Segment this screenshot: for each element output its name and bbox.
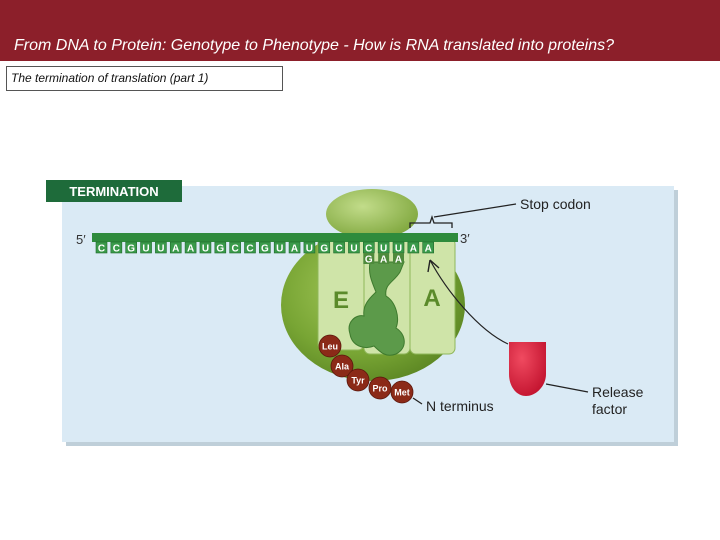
- amino-acid-bead: [368, 376, 392, 400]
- mrna-base: U: [142, 244, 149, 255]
- e-site-label: E: [333, 287, 349, 314]
- subtitle-box: The termination of translation (part 1): [6, 66, 283, 91]
- mrna-base-box: [407, 241, 420, 254]
- a-site-label: A: [423, 285, 440, 312]
- mrna-base: G: [216, 244, 224, 255]
- mrna-base-box: [422, 241, 435, 254]
- mrna-base: U: [350, 244, 357, 255]
- amino-acid-label: Leu: [322, 342, 338, 352]
- small-ribosomal-subunit: [326, 189, 418, 239]
- anticodon-base-box: [378, 253, 390, 264]
- mrna-base: U: [157, 244, 164, 255]
- mrna-base: G: [261, 244, 269, 255]
- anticodon-base: A: [395, 255, 402, 266]
- mrna-base-box: [229, 241, 241, 254]
- stage-label: TERMINATION: [69, 184, 158, 199]
- mrna-base: U: [395, 244, 402, 255]
- stop-codon-leader: [433, 203, 517, 218]
- mrna-base: C: [335, 244, 342, 255]
- release-factor-label-2: factor: [592, 401, 627, 417]
- mrna-base: A: [187, 244, 194, 255]
- mrna-base-box: [140, 241, 152, 254]
- title-bar: From DNA to Protein: Genotype to Phenoty…: [0, 0, 720, 61]
- anticodon-base-box: [393, 253, 404, 264]
- mrna-base-box: [214, 241, 227, 254]
- mrna-base: C: [246, 244, 253, 255]
- release-factor-label-1: Release: [592, 384, 644, 400]
- mrna-base-box: [184, 241, 197, 254]
- mrna-base-box: [244, 241, 256, 254]
- anticodon-base-box: [363, 253, 375, 264]
- mrna-base: G: [320, 244, 328, 255]
- amino-acid-label: Tyr: [351, 376, 365, 386]
- slide-subtitle: The termination of translation (part 1): [11, 71, 209, 85]
- anticodon-base: G: [365, 255, 373, 266]
- amino-acid-label: Pro: [372, 384, 388, 394]
- mrna-base-box: [155, 241, 167, 254]
- mrna-base-box: [95, 241, 108, 254]
- trna-molecule: [348, 261, 405, 356]
- mrna-base-box: [303, 241, 316, 254]
- mrna-base: C: [232, 244, 239, 255]
- mrna-base-box: [125, 241, 137, 254]
- stop-codon-label: Stop codon: [520, 196, 591, 212]
- mrna-base: U: [202, 244, 209, 255]
- mrna-base: U: [276, 244, 283, 255]
- mrna-base-box: [110, 241, 123, 254]
- arrowhead-icon: [427, 259, 440, 273]
- mrna-backbone: [92, 233, 458, 242]
- stage-label-box: [46, 180, 182, 202]
- mrna-base: A: [172, 244, 179, 255]
- mrna-base: G: [127, 244, 135, 255]
- amino-acid-label: Met: [394, 388, 410, 398]
- anticodon-base: A: [380, 255, 387, 266]
- mrna-base-box: [199, 241, 212, 254]
- mrna-base-box: [273, 241, 286, 254]
- mrna-base-box: [348, 241, 360, 254]
- mrna-base: A: [410, 244, 417, 255]
- mrna-base-box: [169, 241, 182, 254]
- n-terminus-leader: [412, 397, 423, 405]
- amino-acid-bead: [390, 380, 414, 404]
- stop-codon-bracket: [409, 214, 453, 228]
- mrna-base: A: [425, 244, 432, 255]
- mrna-base: U: [380, 244, 387, 255]
- mrna-base: A: [291, 244, 298, 255]
- release-factor-shape: [509, 342, 546, 396]
- n-terminus-label: N terminus: [426, 398, 494, 414]
- mrna-base-box: [259, 241, 271, 254]
- three-prime-label: 3′: [460, 231, 470, 246]
- amino-acid-label: Ala: [335, 362, 350, 372]
- amino-acid-bead: [330, 354, 354, 378]
- mrna-base: C: [113, 244, 120, 255]
- mrna-base: C: [98, 244, 105, 255]
- amino-acid-bead: [318, 334, 342, 358]
- release-factor-arrow: [429, 259, 509, 345]
- mrna-base-box: [333, 241, 345, 254]
- five-prime-label: 5′: [76, 232, 86, 247]
- mrna-base: U: [306, 244, 313, 255]
- mrna-base-box: [288, 241, 301, 254]
- page-title: From DNA to Protein: Genotype to Phenoty…: [14, 37, 614, 54]
- mrna-base: C: [365, 244, 372, 255]
- amino-acid-bead: [346, 368, 370, 392]
- mrna-base-box: [318, 241, 331, 254]
- release-factor-leader: [545, 383, 589, 393]
